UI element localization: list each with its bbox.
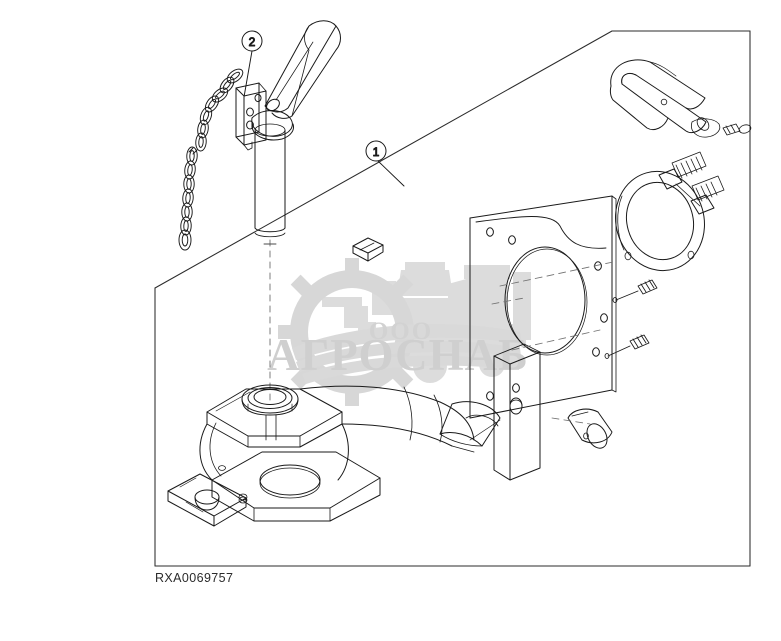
watermark-suffix: ООО	[369, 318, 433, 345]
u-bolt	[609, 59, 710, 134]
mounting-plate	[469, 195, 617, 419]
assembly-guidelines	[491, 261, 614, 425]
watermark-swoosh	[292, 324, 522, 384]
hitch-pin-handle-assembly	[235, 20, 341, 238]
retaining-clip	[352, 237, 384, 262]
fastener-set	[691, 118, 752, 138]
callout-2[interactable]: 2	[241, 30, 263, 52]
isometric-frame	[154, 30, 751, 567]
drawbar-hitch-body	[167, 384, 381, 527]
pin-shank	[254, 123, 286, 238]
mounting-flange-block	[493, 343, 541, 481]
callout-leaders	[243, 50, 405, 187]
bushing-pin	[567, 408, 613, 449]
pin-bracket	[235, 82, 267, 151]
hitch-foot-plate	[167, 473, 247, 527]
bolt-lower	[604, 334, 650, 359]
threaded-stud-lower	[691, 175, 725, 202]
callout-1[interactable]: 1	[365, 140, 387, 162]
bolt-upper	[612, 279, 658, 303]
watermark-company: АГРОСНАБ	[267, 330, 529, 380]
callout-2-label: 2	[249, 35, 256, 49]
threaded-stud-upper	[671, 151, 707, 179]
callout-1-label: 1	[373, 145, 380, 159]
hitch-boss	[241, 384, 299, 416]
drawbar-tube	[299, 385, 501, 453]
flange-ring	[615, 151, 725, 272]
lever-handle	[264, 20, 341, 119]
part-number-label: RXA0069757	[155, 571, 234, 585]
safety-chain	[178, 68, 244, 251]
